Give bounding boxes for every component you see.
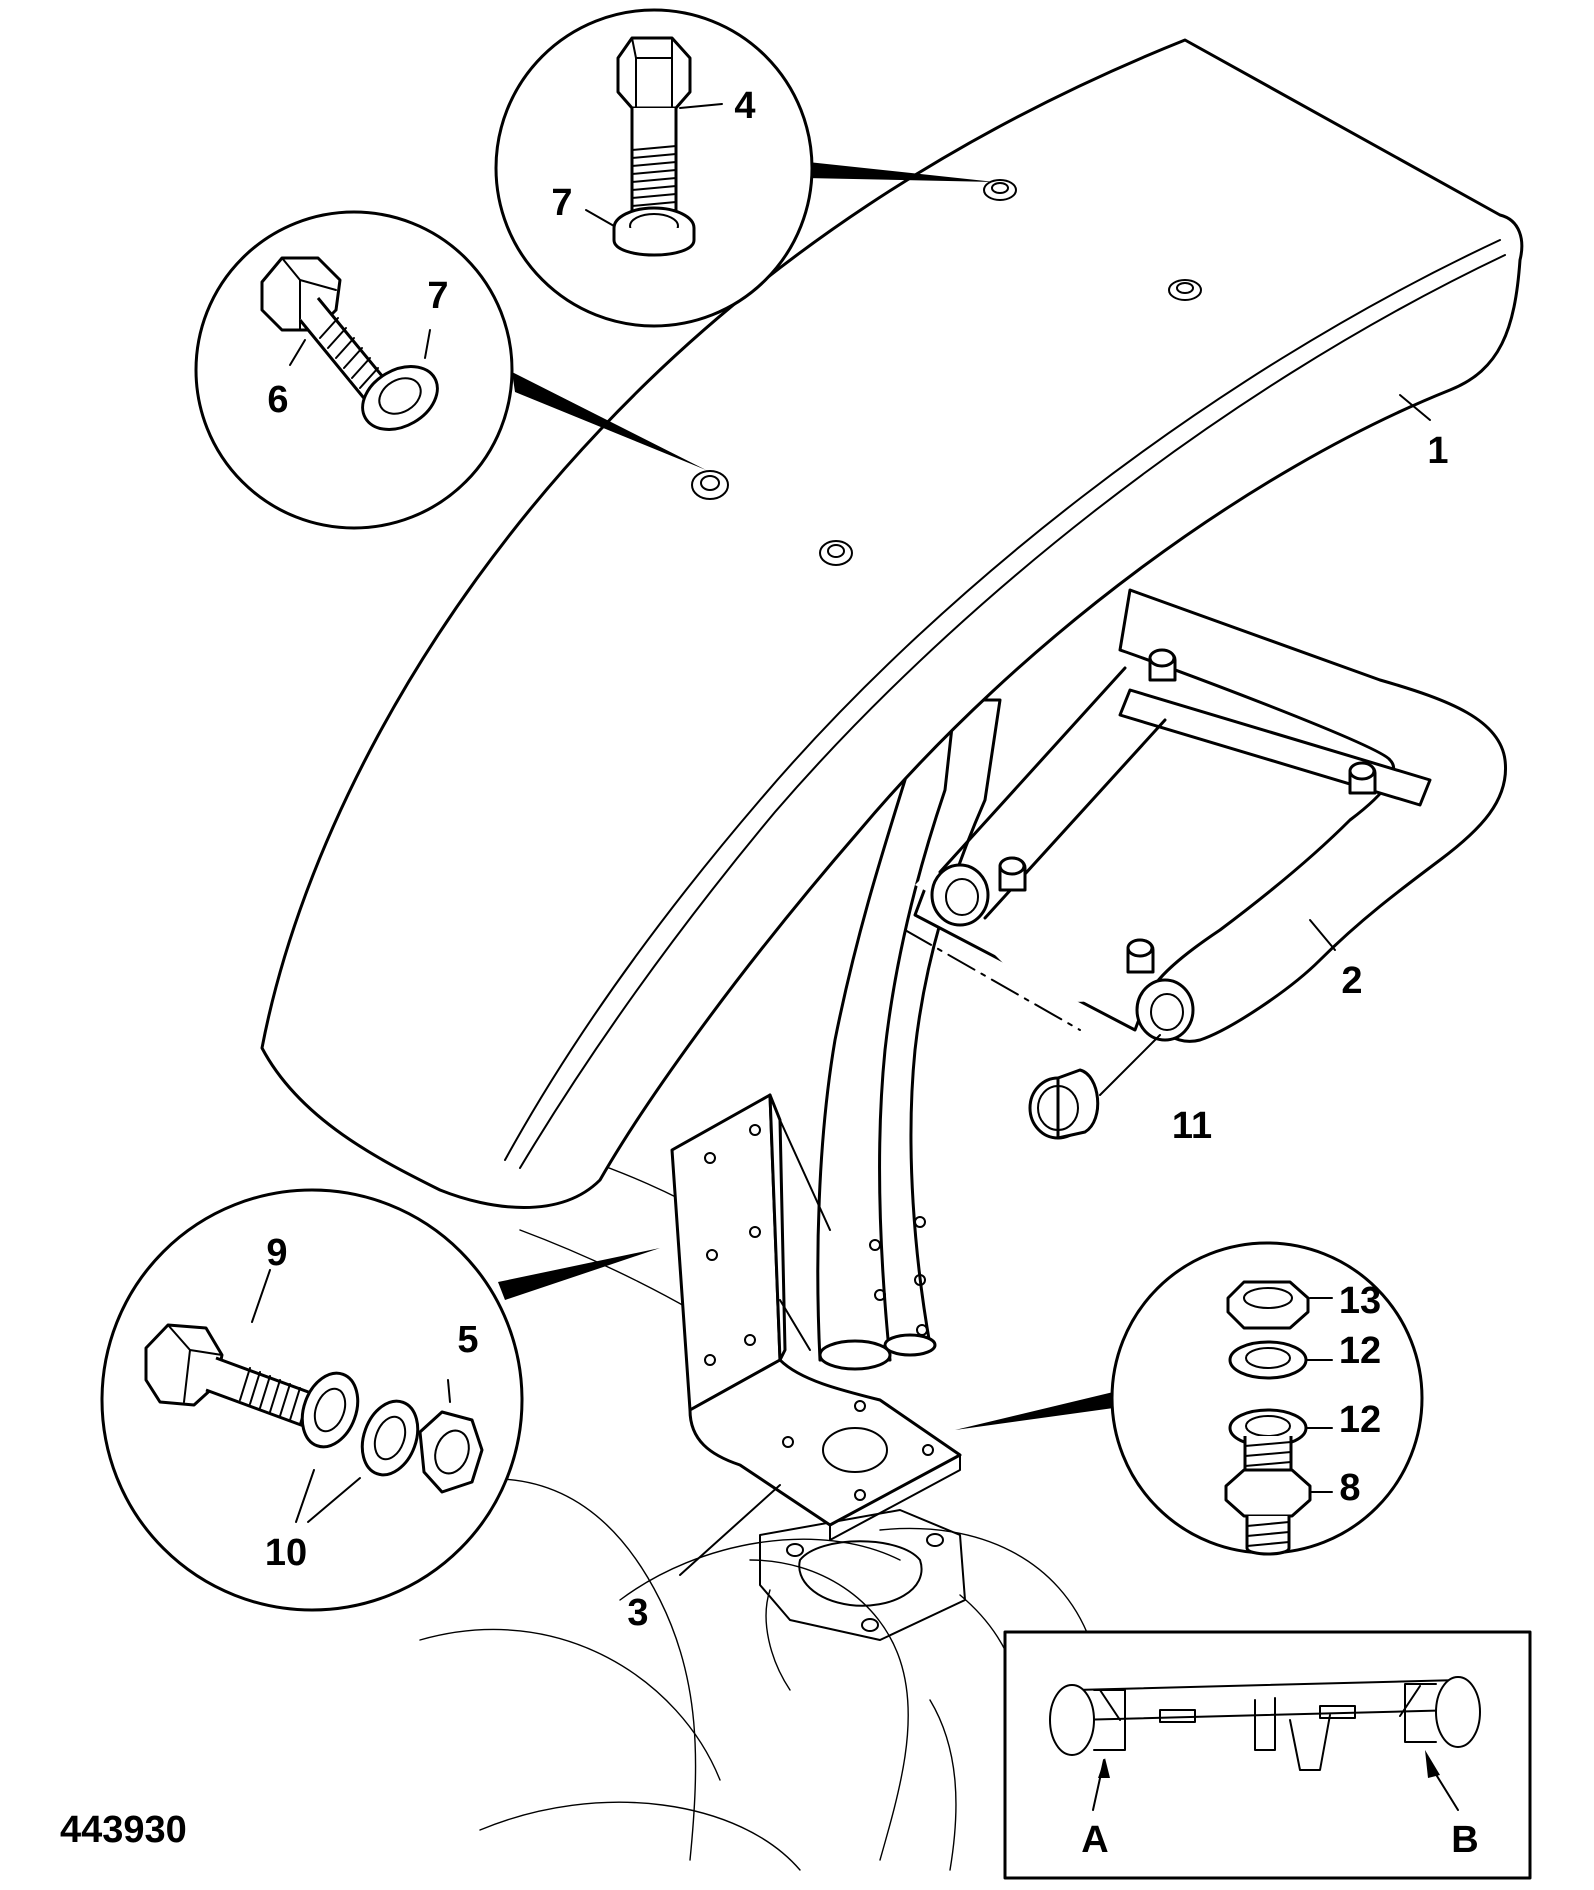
detail-stud-8 — [1110, 1241, 1424, 1556]
detail-bolt-4 — [494, 8, 814, 328]
inset-label-b: B — [1451, 1819, 1478, 1861]
callout-labels: 1 2 3 4 5 6 7 7 8 9 10 11 12 12 13 — [265, 85, 1449, 1634]
callout-11: 11 — [1172, 1105, 1212, 1147]
callout-6: 6 — [267, 379, 288, 421]
callout-8: 8 — [1339, 1467, 1360, 1509]
callout-12-upper: 12 — [1339, 1330, 1381, 1372]
mudguard — [260, 38, 1524, 1209]
callout-10: 10 — [265, 1532, 307, 1574]
callout-4: 4 — [734, 85, 755, 127]
callout-1: 1 — [1427, 430, 1448, 472]
figure-number: 443930 — [60, 1809, 187, 1851]
detail-bolt-9 — [100, 1188, 524, 1612]
detail-leaders — [498, 162, 1130, 1430]
callout-12-lower: 12 — [1339, 1399, 1381, 1441]
detail-bolt-6 — [194, 210, 514, 530]
callout-7-upper-left: 7 — [427, 275, 448, 317]
mounting-bracket — [670, 1093, 962, 1541]
end-plug — [1028, 1068, 1100, 1140]
callout-leaders — [679, 394, 1431, 1576]
tube-frame-bracket — [816, 588, 1508, 1371]
callout-3: 3 — [627, 1592, 648, 1634]
inset-label-a: A — [1081, 1819, 1108, 1861]
callout-5: 5 — [457, 1319, 478, 1361]
callout-9: 9 — [266, 1232, 287, 1274]
callout-7-top: 7 — [551, 182, 572, 224]
axle-location-inset: A B — [1003, 1630, 1532, 1880]
callout-2: 2 — [1341, 960, 1362, 1002]
callout-13: 13 — [1339, 1280, 1381, 1322]
